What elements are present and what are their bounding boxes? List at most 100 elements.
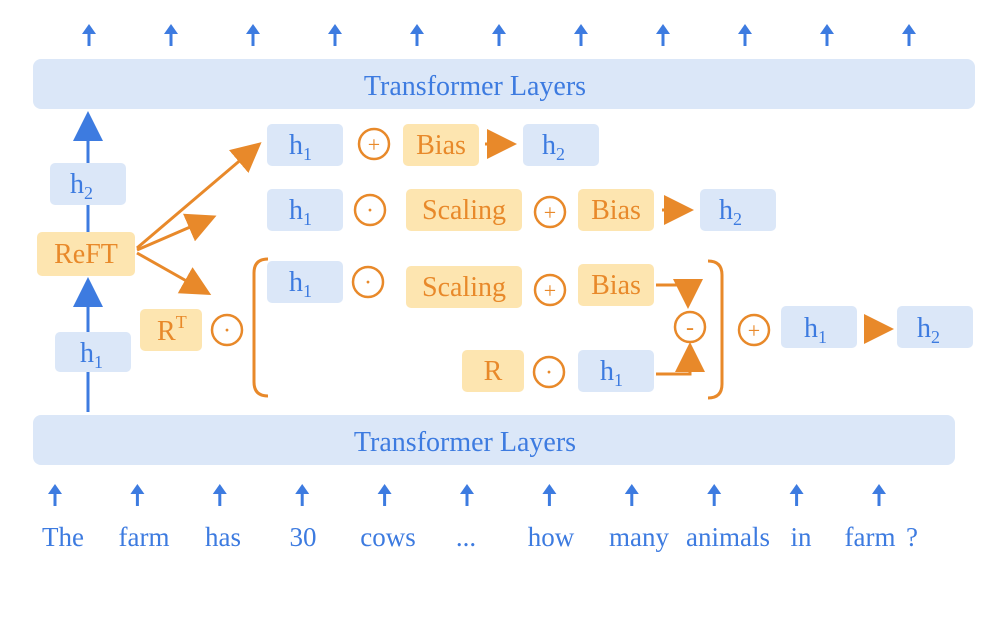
- row1-h2-label: h2: [542, 130, 565, 164]
- reft-box: [37, 232, 135, 276]
- fan-arrow-row2: [136, 213, 217, 252]
- top-up-arrow: [574, 24, 588, 46]
- row2-h1-label: h1: [289, 195, 312, 229]
- left-h2-box: [50, 163, 126, 205]
- row1-add-label: +: [368, 132, 380, 157]
- token-label: farm: [119, 522, 170, 552]
- row3-r-box: [462, 350, 524, 392]
- row2-mul-op: [353, 193, 387, 227]
- row2-bias-label: Bias: [591, 195, 641, 226]
- bias-to-minus-arrow: [656, 279, 703, 309]
- row2-h2-box: [700, 189, 776, 231]
- bottom-transformer-block: [33, 415, 955, 465]
- row3-outer-mul-label: ·: [223, 318, 231, 344]
- row3-outer-mul-op: [210, 313, 244, 347]
- right-bracket: [707, 259, 724, 400]
- row3-mul-op: [351, 265, 385, 299]
- row3-rt-label: RT: [157, 312, 187, 347]
- row3-mul-label: ·: [364, 270, 372, 296]
- top-up-arrow: [410, 24, 424, 46]
- token-label: in: [790, 522, 812, 552]
- bottom-up-arrow: [707, 484, 722, 506]
- left-h1-label: h1: [80, 338, 103, 372]
- left-h1-box: [55, 332, 131, 372]
- row1-bias-label: Bias: [416, 130, 466, 161]
- token-label: many: [609, 522, 669, 552]
- row3-h2-box: [897, 306, 973, 348]
- bottom-up-arrow: [789, 484, 804, 506]
- bottom-up-arrow: [212, 484, 227, 506]
- token-label: cows: [360, 522, 416, 552]
- h1-to-minus-arrow: [656, 342, 705, 376]
- row3-add-label: +: [544, 278, 556, 303]
- row3-minus-label: -: [686, 315, 694, 341]
- row1-h1-label: h1: [289, 130, 312, 164]
- row3-scaling-label: Scaling: [422, 272, 506, 303]
- row1-add-op: [357, 127, 391, 161]
- token-label: 30: [290, 522, 317, 552]
- left-bracket: [252, 257, 269, 398]
- row2-mul-label: ·: [366, 198, 374, 224]
- row3-h1c-label: h1: [804, 313, 827, 347]
- row3-h1b-box: [578, 350, 654, 392]
- bottom-up-arrow: [460, 484, 474, 506]
- row3-plus-label: +: [748, 318, 760, 343]
- top-up-arrow: [492, 24, 506, 46]
- row3-r-label: R: [484, 356, 503, 387]
- top-up-arrow: [902, 24, 916, 46]
- row3-h1c-box: [781, 306, 857, 348]
- top-up-arrow: [820, 24, 834, 46]
- row2-bias-box: [578, 189, 654, 231]
- row1-h2-box: [523, 124, 599, 166]
- bottom-up-arrow: [872, 484, 886, 506]
- bottom-up-arrow: [377, 484, 392, 506]
- top-up-arrow: [738, 24, 752, 46]
- top-up-arrow: [246, 24, 260, 46]
- row3-h2-label: h2: [917, 313, 940, 347]
- bottom-up-arrow: [542, 484, 557, 506]
- bottom-up-arrow: [48, 484, 62, 506]
- top-up-arrow: [82, 24, 96, 46]
- row3-h1-box: [267, 261, 343, 303]
- bottom-arrows: [48, 484, 886, 506]
- top-arrows: [82, 24, 916, 46]
- row3-add-op: [533, 273, 567, 307]
- token-label: ...: [456, 522, 476, 552]
- row3-bias-label: Bias: [591, 270, 641, 301]
- bottom-up-arrow: [130, 484, 145, 506]
- row2-h2-label: h2: [719, 195, 742, 229]
- row3-h1b-label: h1: [600, 356, 623, 390]
- row3-plus-op: [737, 313, 771, 347]
- row3-r-mul-op: [532, 355, 566, 389]
- token-label: has: [205, 522, 241, 552]
- fan-arrow-row3: [136, 251, 212, 295]
- row3-minus-op: [673, 310, 707, 344]
- top-up-arrow: [656, 24, 670, 46]
- row2-add-op: [533, 195, 567, 229]
- token-label: The: [42, 522, 84, 552]
- fan-arrow-row1: [136, 142, 262, 250]
- token-label: farm: [845, 522, 896, 552]
- row1-bias-box: [403, 124, 479, 166]
- top-up-arrow: [328, 24, 342, 46]
- row2-h1-box: [267, 189, 343, 231]
- bottom-up-arrow: [624, 484, 639, 506]
- row3-r-mul-label: ·: [545, 360, 553, 386]
- token-label: animals: [686, 522, 770, 552]
- bottom-up-arrow: [295, 484, 310, 506]
- left-h2-label: h2: [70, 169, 93, 203]
- top-transformer-block: [33, 59, 975, 109]
- bottom-transformer-label: Transformer Layers: [354, 427, 576, 458]
- token-label: how: [528, 522, 575, 552]
- row3-bias-box: [578, 264, 654, 306]
- row3-rt-box: [140, 309, 202, 351]
- row3-scaling-box: [406, 266, 522, 308]
- reft-label: ReFT: [54, 239, 118, 270]
- top-transformer-label: Transformer Layers: [364, 71, 586, 102]
- row1-h1-box: [267, 124, 343, 166]
- top-up-arrow: [164, 24, 178, 46]
- row3-h1-label: h1: [289, 267, 312, 301]
